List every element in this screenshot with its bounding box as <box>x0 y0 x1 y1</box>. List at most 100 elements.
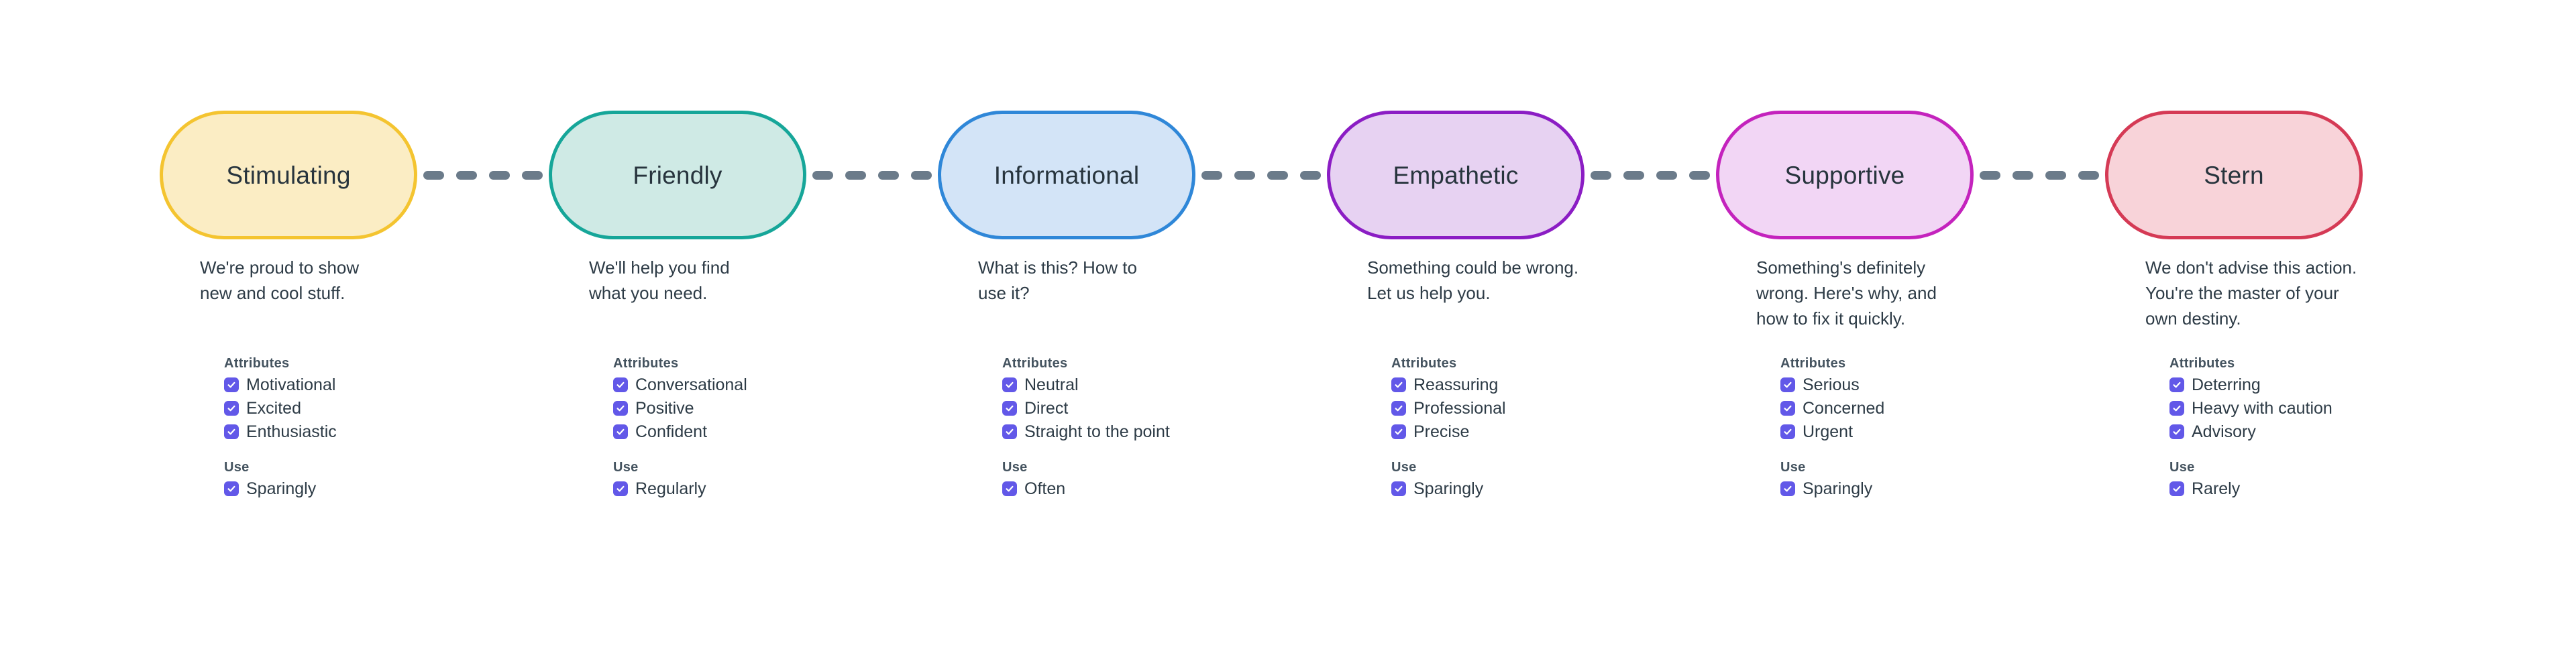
attributes-item-label: Conversational <box>635 375 747 394</box>
use-list: Regularly <box>613 480 938 497</box>
use-item[interactable]: Sparingly <box>1391 480 1716 497</box>
attributes-item[interactable]: Precise <box>1391 423 1716 440</box>
attributes-item[interactable]: Excited <box>224 400 549 417</box>
tone-column-empathetic: Something could be wrong. Let us help yo… <box>1327 255 1716 497</box>
tone-pill-friendly[interactable]: Friendly <box>549 111 806 239</box>
attributes-heading: Attributes <box>613 356 679 371</box>
attributes-item-label: Precise <box>1413 422 1470 441</box>
checkbox-checked-icon[interactable] <box>1391 424 1406 439</box>
use-item-label: Rarely <box>2192 479 2241 498</box>
use-heading: Use <box>1002 460 1028 475</box>
attributes-item[interactable]: Positive <box>613 400 938 417</box>
attributes-item[interactable]: Confident <box>613 423 938 440</box>
dashed-connector <box>1195 170 1327 180</box>
use-list: Often <box>1002 480 1327 497</box>
checkbox-checked-icon[interactable] <box>1391 481 1406 496</box>
tone-pill-label: Supportive <box>1784 161 1905 189</box>
use-heading: Use <box>1780 460 1806 475</box>
checkbox-checked-icon[interactable] <box>613 377 628 392</box>
checkbox-checked-icon[interactable] <box>224 377 239 392</box>
attributes-item[interactable]: Motivational <box>224 376 549 394</box>
attributes-item[interactable]: Reassuring <box>1391 376 1716 394</box>
checkbox-checked-icon[interactable] <box>1780 481 1795 496</box>
checkbox-checked-icon[interactable] <box>613 481 628 496</box>
attributes-item[interactable]: Advisory <box>2169 423 2494 440</box>
tone-pill-informational[interactable]: Informational <box>938 111 1195 239</box>
attributes-item-label: Heavy with caution <box>2192 399 2332 418</box>
use-item[interactable]: Sparingly <box>224 480 549 497</box>
checkbox-checked-icon[interactable] <box>1002 401 1017 416</box>
checkbox-checked-icon[interactable] <box>2169 481 2184 496</box>
use-item[interactable]: Rarely <box>2169 480 2494 497</box>
checkbox-checked-icon[interactable] <box>1002 424 1017 439</box>
attributes-item[interactable]: Straight to the point <box>1002 423 1327 440</box>
use-list: Sparingly <box>224 480 549 497</box>
use-item-label: Sparingly <box>1803 479 1873 498</box>
attributes-item-label: Advisory <box>2192 422 2256 441</box>
tone-pill-stern[interactable]: Stern <box>2105 111 2363 239</box>
checkbox-checked-icon[interactable] <box>613 424 628 439</box>
checkbox-checked-icon[interactable] <box>224 424 239 439</box>
connector-dash <box>522 170 543 180</box>
use-list: Rarely <box>2169 480 2494 497</box>
use-heading: Use <box>224 460 250 475</box>
attributes-item[interactable]: Urgent <box>1780 423 2105 440</box>
checkbox-checked-icon[interactable] <box>1002 481 1017 496</box>
attributes-item[interactable]: Conversational <box>613 376 938 394</box>
checkbox-checked-icon[interactable] <box>1391 401 1406 416</box>
checkbox-checked-icon[interactable] <box>2169 424 2184 439</box>
checkbox-checked-icon[interactable] <box>1780 401 1795 416</box>
attributes-item[interactable]: Concerned <box>1780 400 2105 417</box>
connector-dash <box>1201 170 1222 180</box>
attributes-item-label: Reassuring <box>1413 375 1499 394</box>
tone-pill-supportive[interactable]: Supportive <box>1716 111 1974 239</box>
tone-pill-empathetic[interactable]: Empathetic <box>1327 111 1585 239</box>
attributes-item[interactable]: Neutral <box>1002 376 1327 394</box>
tone-description: Something could be wrong. Let us help yo… <box>1367 257 1579 303</box>
attributes-item[interactable]: Professional <box>1391 400 1716 417</box>
checkbox-checked-icon[interactable] <box>2169 377 2184 392</box>
attributes-item[interactable]: Deterring <box>2169 376 2494 394</box>
attributes-item-label: Enthusiastic <box>246 422 337 441</box>
checkbox-checked-icon[interactable] <box>1391 377 1406 392</box>
connector-dash <box>1234 170 1255 180</box>
checkbox-checked-icon[interactable] <box>224 401 239 416</box>
use-item[interactable]: Often <box>1002 480 1327 497</box>
attributes-heading: Attributes <box>1391 356 1457 371</box>
attributes-item-label: Serious <box>1803 375 1860 394</box>
checkbox-checked-icon[interactable] <box>224 481 239 496</box>
connector-dash <box>2045 170 2066 180</box>
attributes-item[interactable]: Direct <box>1002 400 1327 417</box>
checkbox-checked-icon[interactable] <box>1002 377 1017 392</box>
checkbox-checked-icon[interactable] <box>1780 377 1795 392</box>
use-list: Sparingly <box>1780 480 2105 497</box>
attributes-item[interactable]: Heavy with caution <box>2169 400 2494 417</box>
attributes-item-label: Professional <box>1413 399 1506 418</box>
use-item-label: Often <box>1024 479 1066 498</box>
tone-pill-label: Stimulating <box>226 161 351 189</box>
connector-dash <box>812 170 833 180</box>
use-item[interactable]: Regularly <box>613 480 938 497</box>
attributes-item[interactable]: Enthusiastic <box>224 423 549 440</box>
attributes-item-label: Deterring <box>2192 375 2261 394</box>
attributes-item-label: Urgent <box>1803 422 1854 441</box>
tone-pill-stimulating[interactable]: Stimulating <box>160 111 417 239</box>
checkbox-checked-icon[interactable] <box>1780 424 1795 439</box>
tone-column-supportive: Something's definitely wrong. Here's why… <box>1716 255 2105 497</box>
use-item-label: Sparingly <box>1413 479 1484 498</box>
dashed-connector <box>417 170 549 180</box>
checkbox-checked-icon[interactable] <box>2169 401 2184 416</box>
use-item[interactable]: Sparingly <box>1780 480 2105 497</box>
checkbox-checked-icon[interactable] <box>613 401 628 416</box>
attributes-item[interactable]: Serious <box>1780 376 2105 394</box>
attributes-item-label: Positive <box>635 399 694 418</box>
